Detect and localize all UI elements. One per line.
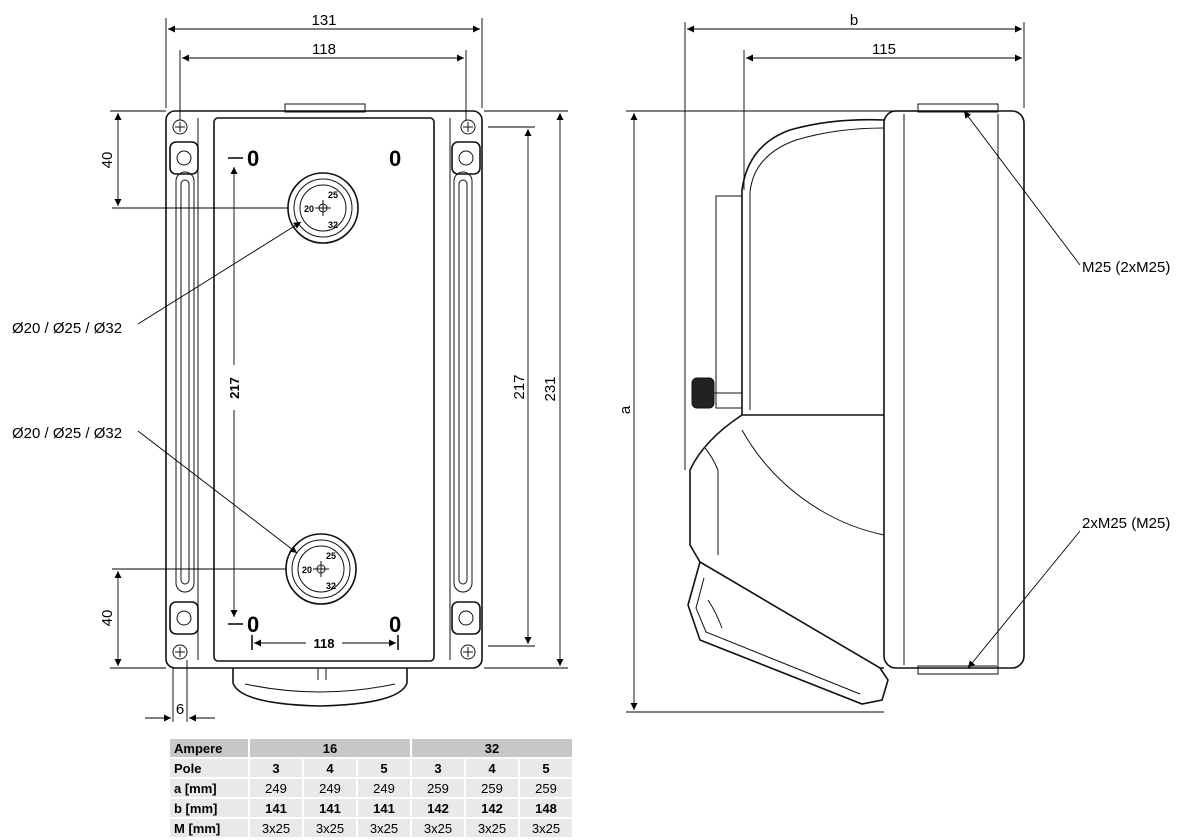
table-cell: 3x25 [464, 817, 519, 837]
callout-top-gland: M25 (2xM25) [1082, 259, 1170, 276]
knockout-ring-label: 25 [326, 551, 336, 561]
front-view: 0 0 0 0 217 118 20 25 32 [12, 12, 568, 722]
row-label: M [mm] [168, 817, 249, 837]
table-cell: 142 [410, 797, 465, 818]
front-bottom-socket [232, 668, 408, 707]
panel-height-label: 217 [227, 377, 242, 399]
bottom-gland [917, 665, 999, 675]
hole-callout-bottom: Ø20 / Ø25 / Ø32 [12, 425, 122, 442]
table-row: Pole 3 4 5 3 4 5 [168, 757, 572, 778]
front-lid-panel [213, 117, 435, 662]
table-cell: 141 [356, 797, 411, 818]
top-gland [917, 103, 999, 113]
table-header-label: Ampere [168, 737, 249, 758]
side-socket-body [689, 414, 884, 669]
row-label: a [mm] [168, 777, 249, 798]
side-view: b 115 a M25 (2xM25) 2xM25 (M25) [617, 12, 1170, 713]
side-lid-handle [715, 195, 743, 409]
callout-bottom-gland: 2xM25 (M25) [1082, 515, 1170, 532]
table-cell: 3 [410, 757, 465, 778]
table-cell: 259 [410, 777, 465, 798]
right-rail-inner [458, 179, 468, 585]
table-cell: 3x25 [410, 817, 465, 837]
spec-table: Ampere 16 32 Pole 3 4 5 3 4 5 a [mm] 249… [168, 737, 572, 837]
dim-top-offset: 40 [99, 152, 116, 169]
panel-width-label: 118 [314, 636, 335, 651]
table-cell: 141 [302, 797, 357, 818]
row-label: b [mm] [168, 797, 249, 818]
knockout-ring-label: 20 [304, 204, 314, 214]
table-cell: 3x25 [248, 817, 303, 837]
front-housing [165, 110, 483, 669]
table-cell: 4 [302, 757, 357, 778]
knockout-ring-label: 20 [302, 565, 312, 575]
mounting-lug-icon [169, 141, 481, 635]
table-cell: 5 [518, 757, 572, 778]
table-row: M [mm] 3x25 3x25 3x25 3x25 3x25 3x25 [168, 817, 572, 837]
table-group-header: 32 [410, 737, 572, 758]
technical-drawing: 0 0 0 0 217 118 20 25 32 [12, 12, 1170, 722]
knockout-ring-label: 32 [328, 220, 338, 230]
table-group-header: 16 [248, 737, 411, 758]
table-cell: 3x25 [518, 817, 572, 837]
left-rail-inner [180, 179, 190, 585]
dim-depth-total: b [850, 12, 858, 29]
side-base-housing [883, 110, 1025, 669]
dim-depth-body: 115 [872, 41, 896, 58]
corner-mark: 0 [247, 146, 259, 171]
hole-callout-top: Ø20 / Ø25 / Ø32 [12, 320, 122, 337]
left-rail [175, 171, 195, 593]
corner-mark: 0 [389, 146, 401, 171]
dim-edge: 6 [176, 701, 184, 718]
right-rail [453, 171, 473, 593]
corner-mark: 0 [247, 612, 259, 637]
knob-icon [691, 377, 715, 409]
table-cell: 5 [356, 757, 411, 778]
table-cell: 4 [464, 757, 519, 778]
row-label: Pole [168, 757, 249, 778]
knockout-icon: 20 25 32 [287, 172, 359, 244]
table-cell: 259 [464, 777, 519, 798]
table-cell: 249 [356, 777, 411, 798]
dim-width-inner: 118 [312, 41, 336, 58]
table-header-row: Ampere 16 32 [168, 737, 572, 758]
side-lid-upper [741, 118, 885, 416]
knockout-ring-label: 25 [328, 190, 338, 200]
table-cell: 249 [248, 777, 303, 798]
screw-icon [172, 119, 476, 660]
table-cell: 141 [248, 797, 303, 818]
front-top-stub [284, 103, 366, 113]
dim-bottom-offset: 40 [99, 610, 116, 627]
knockout-ring-label: 32 [326, 581, 336, 591]
dim-height-total: a [617, 405, 634, 414]
table-cell: 3x25 [302, 817, 357, 837]
table-row: a [mm] 249 249 249 259 259 259 [168, 777, 572, 798]
table-cell: 3x25 [356, 817, 411, 837]
dim-height-inner: 217 [511, 374, 528, 399]
table-cell: 148 [518, 797, 572, 818]
table-cell: 249 [302, 777, 357, 798]
corner-mark: 0 [389, 612, 401, 637]
table-cell: 3 [248, 757, 303, 778]
table-row: b [mm] 141 141 141 142 142 148 [168, 797, 572, 818]
table-cell: 259 [518, 777, 572, 798]
dim-height-outer: 231 [542, 376, 559, 401]
knockout-icon: 20 25 32 [285, 533, 357, 605]
dim-width-outer: 131 [311, 12, 336, 29]
side-socket-face [687, 561, 889, 705]
table-cell: 142 [464, 797, 519, 818]
